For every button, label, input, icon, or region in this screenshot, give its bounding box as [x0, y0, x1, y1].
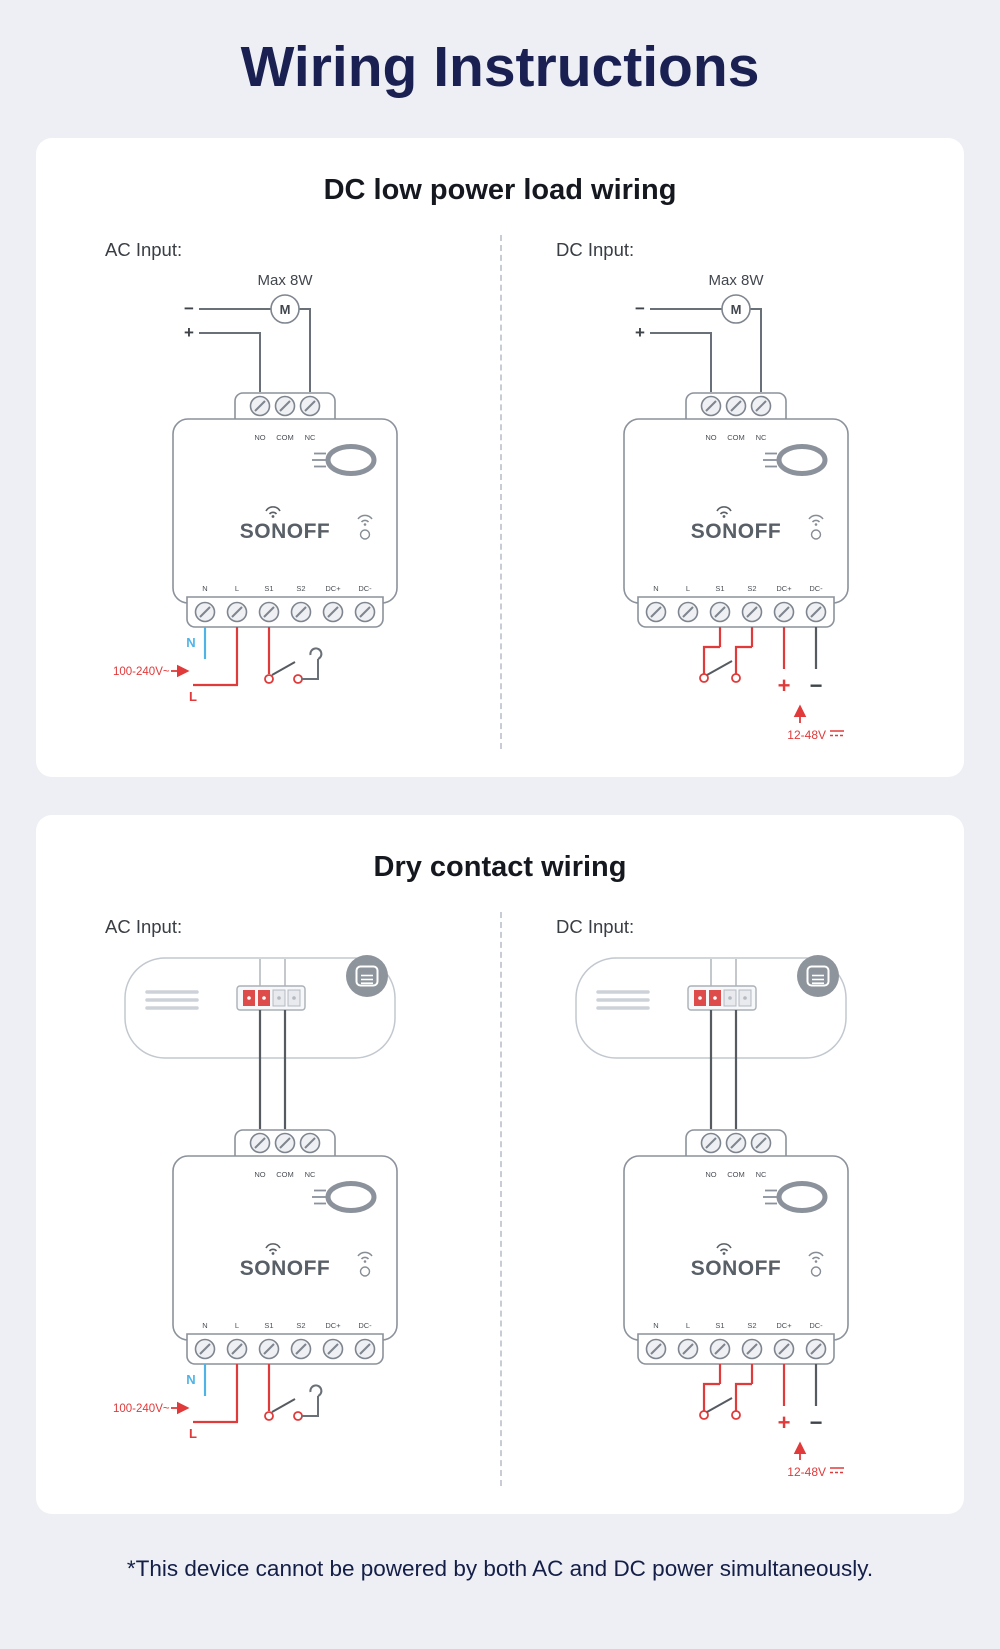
dc-dry-contact-diagram: + − 12-48V [556, 948, 896, 1479]
dc-plus-label: + [778, 1410, 791, 1435]
card2-diagrams: AC Input: N L 100-240V~ [50, 912, 950, 1486]
card1-dc-column: DC Input: + [500, 235, 950, 749]
ac-low-power-diagram: N L 100-240V~ [113, 271, 445, 704]
card2-dc-column: DC Input: + [500, 912, 950, 1486]
card2-ac-column: AC Input: N L 100-240V~ [50, 912, 500, 1486]
dc-symbol-icon [830, 730, 844, 737]
ac-source-wiring: N L 100-240V~ [113, 1364, 239, 1441]
external-switch-wiring [264, 1364, 323, 1421]
dc-minus-label: − [810, 673, 823, 698]
dc-source-wiring: + − 12-48V [778, 627, 844, 742]
ac-dry-contact-diagram: N L 100-240V~ [113, 948, 445, 1441]
external-switch-wiring [264, 627, 323, 684]
dc-minus-label: − [810, 1410, 823, 1435]
live-label: L [189, 689, 197, 704]
page-title: Wiring Instructions [240, 35, 760, 99]
ac-source-wiring: N L 100-240V~ [113, 627, 239, 704]
card2-heading: Dry contact wiring [373, 851, 627, 883]
neutral-label: N [186, 1372, 195, 1387]
card1-heading: DC low power load wiring [323, 174, 677, 206]
card1-ac-column: AC Input: N L 100-240V~ [50, 235, 500, 749]
card-dry-contact: Dry contact wiring AC Input: N L 100-240… [36, 815, 964, 1514]
dc-voltage-label: 12-48V [787, 728, 826, 742]
external-switch-wiring [699, 627, 754, 683]
ac-input-label: AC Input: [105, 916, 183, 937]
dc-input-label: DC Input: [556, 916, 635, 937]
dc-plus-label: + [778, 673, 791, 698]
dc-symbol-icon [830, 1467, 844, 1474]
dc-source-wiring: + − 12-48V [778, 1364, 844, 1479]
neutral-label: N [186, 635, 195, 650]
footnote-text: *This device cannot be powered by both A… [126, 1556, 874, 1581]
card-dc-low-power: DC low power load wiring AC Input: N L 1… [36, 138, 964, 777]
dc-low-power-diagram: + − 12-48V [556, 271, 896, 742]
live-label: L [189, 1426, 197, 1441]
ac-voltage-label: 100-240V~ [113, 1403, 170, 1415]
dc-input-label: DC Input: [556, 239, 635, 260]
ac-input-label: AC Input: [105, 239, 183, 260]
ac-voltage-label: 100-240V~ [113, 666, 170, 678]
external-switch-wiring [699, 1364, 754, 1420]
card1-diagrams: AC Input: N L 100-240V~ [50, 235, 950, 749]
dc-voltage-label: 12-48V [787, 1465, 826, 1479]
